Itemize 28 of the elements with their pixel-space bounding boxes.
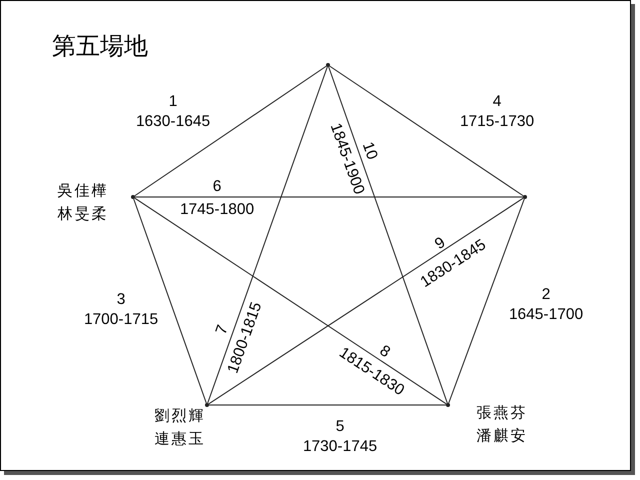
connector-line xyxy=(134,66,327,196)
edge-label: 3 1700-1715 xyxy=(82,290,160,330)
connector-line xyxy=(133,198,207,404)
edge-label: 5 1730-1745 xyxy=(302,417,378,457)
vertex-point xyxy=(131,195,135,199)
edge-label: 2 1645-1700 xyxy=(508,285,584,325)
connector-line xyxy=(208,404,446,406)
connector-line xyxy=(207,66,328,404)
connector-line xyxy=(328,66,448,404)
edge-label: 6 1745-1800 xyxy=(178,177,256,220)
title: 第五場地 xyxy=(52,31,148,62)
person-name: 劉烈輝 xyxy=(154,406,206,426)
connector-line xyxy=(329,66,524,196)
person-name: 林旻柔 xyxy=(58,204,108,224)
connector-line xyxy=(134,198,447,404)
person-name: 連惠玉 xyxy=(154,430,206,448)
vertex-point xyxy=(523,195,527,199)
person-name: 潘麒安 xyxy=(476,426,528,446)
person-name: 張燕芬 xyxy=(476,404,528,422)
edge-label: 4 1715-1730 xyxy=(458,92,536,132)
vertex-point xyxy=(446,403,450,407)
vertex-point xyxy=(326,63,330,67)
connector-line xyxy=(448,198,525,404)
connector-line xyxy=(208,198,524,404)
edge-label: 1 1630-1645 xyxy=(134,92,212,132)
connector-line xyxy=(134,196,524,198)
person-name: 吳佳樺 xyxy=(58,182,108,200)
vertex-point xyxy=(205,403,209,407)
